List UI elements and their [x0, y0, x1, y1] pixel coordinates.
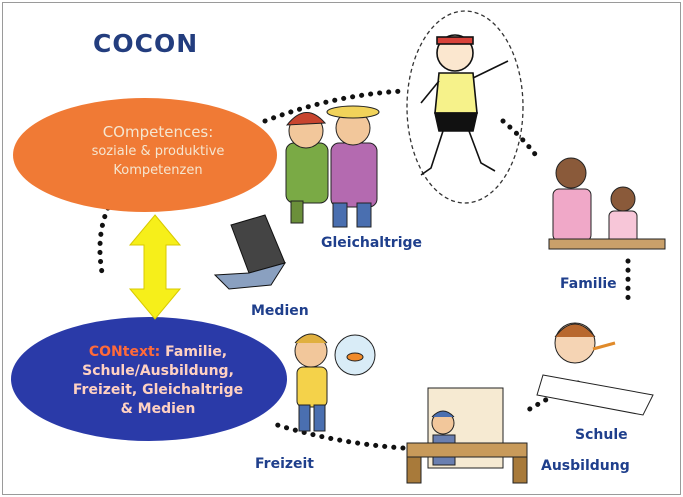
label-familie: Familie — [560, 276, 617, 292]
competences-line-1: soziale & produktive — [91, 144, 225, 159]
page-title: COCON — [93, 29, 199, 58]
context-text: CONtext: Familie, Schule/Ausbildung, Fre… — [48, 343, 268, 419]
dotted-cycle-path — [97, 88, 631, 451]
context-heading: CONtext: — [88, 344, 161, 360]
label-ausbildung: Ausbildung — [541, 458, 630, 474]
label-gleichaltrige: Gleichaltrige — [321, 235, 423, 251]
context-line-3: Freizeit, Gleichaltrige — [72, 382, 244, 398]
kid-fishbowl-illustration — [294, 333, 376, 432]
family-illustration — [548, 157, 666, 250]
competences-line-2: Kompetenzen — [113, 163, 203, 178]
competences-ellipse — [13, 98, 277, 212]
context-line-4: & Medien — [120, 401, 196, 417]
competences-heading: COmpetences: — [102, 123, 214, 141]
runner-illustration — [420, 34, 509, 176]
label-schule: Schule — [575, 427, 628, 443]
laptop-illustration — [213, 214, 287, 290]
context-line-1: CONtext: Familie, — [48, 343, 268, 362]
peers-illustration — [285, 105, 380, 228]
context-line-1-rest: Familie, — [165, 344, 228, 360]
carpenter-illustration — [406, 387, 528, 484]
context-line-2: Schule/Ausbildung, — [82, 363, 234, 379]
context-ellipse — [11, 317, 287, 441]
label-medien: Medien — [251, 303, 309, 319]
runner-dashed-oval — [406, 10, 524, 204]
label-freizeit: Freizeit — [255, 456, 315, 472]
competences-text: COmpetences: soziale & produktive Kompet… — [53, 123, 263, 180]
diagram-artwork — [11, 10, 666, 484]
double-arrow — [128, 214, 182, 320]
student-illustration — [536, 322, 654, 416]
